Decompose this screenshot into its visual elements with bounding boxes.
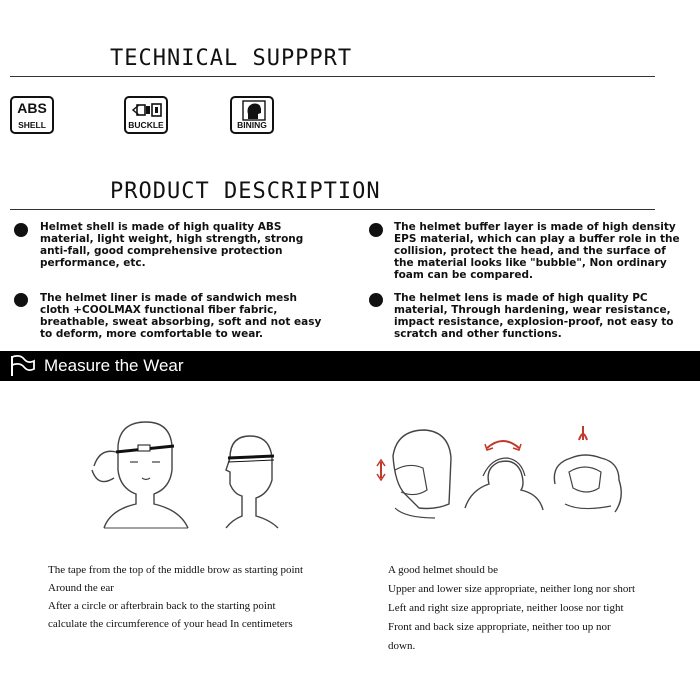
abs-shell-badge: ABS SHELL <box>10 96 54 134</box>
bullet-icon <box>14 223 28 237</box>
measuring-head-illustration <box>91 421 279 529</box>
criteria-line: Left and right size appropriate, neither… <box>388 602 624 614</box>
good-helmet-criteria: A good helmet should be Upper and lower … <box>388 561 635 656</box>
helmet-fitting-illustration <box>376 426 622 519</box>
bining-badge: BINING <box>230 96 274 134</box>
measure-steps: The tape from the top of the middle brow… <box>48 561 303 633</box>
measure-step: calculate the circumference of your head… <box>48 618 293 630</box>
product-rule <box>10 209 655 210</box>
measure-step: After a circle or afterbrain back to the… <box>48 600 276 612</box>
description-liner: The helmet liner is made of sandwich mes… <box>40 292 322 340</box>
abs-label: ABS <box>17 100 47 116</box>
description-shell: Helmet shell is made of high quality ABS… <box>40 221 304 269</box>
technical-rule <box>10 76 655 77</box>
buckle-icon <box>131 103 162 117</box>
bullet-icon <box>369 223 383 237</box>
bullet-icon <box>14 293 28 307</box>
measure-banner-title: Measure the Wear <box>44 356 184 375</box>
criteria-line: down. <box>388 640 416 652</box>
description-lens: The helmet lens is made of high quality … <box>394 292 674 340</box>
flag-icon <box>11 354 35 376</box>
criteria-line: A good helmet should be <box>388 564 498 576</box>
criteria-line: Front and back size appropriate, neither… <box>388 621 611 633</box>
criteria-line: Upper and lower size appropriate, neithe… <box>388 583 636 595</box>
description-buffer: The helmet buffer layer is made of high … <box>394 221 680 281</box>
buckle-label: BUCKLE <box>128 120 164 130</box>
product-description-title: PRODUCT DESCRIPTION <box>110 179 381 204</box>
bullet-icon <box>369 293 383 307</box>
technical-support-title: TECHNICAL SUPPPRT <box>110 46 353 71</box>
measure-step: The tape from the top of the middle brow… <box>48 564 304 576</box>
buckle-badge: BUCKLE <box>124 96 168 134</box>
head-icon <box>242 100 266 121</box>
measure-banner: Measure the Wear <box>0 351 700 381</box>
shell-label: SHELL <box>18 120 46 130</box>
measure-step: Around the ear <box>48 582 114 594</box>
bining-label: BINING <box>237 120 267 130</box>
